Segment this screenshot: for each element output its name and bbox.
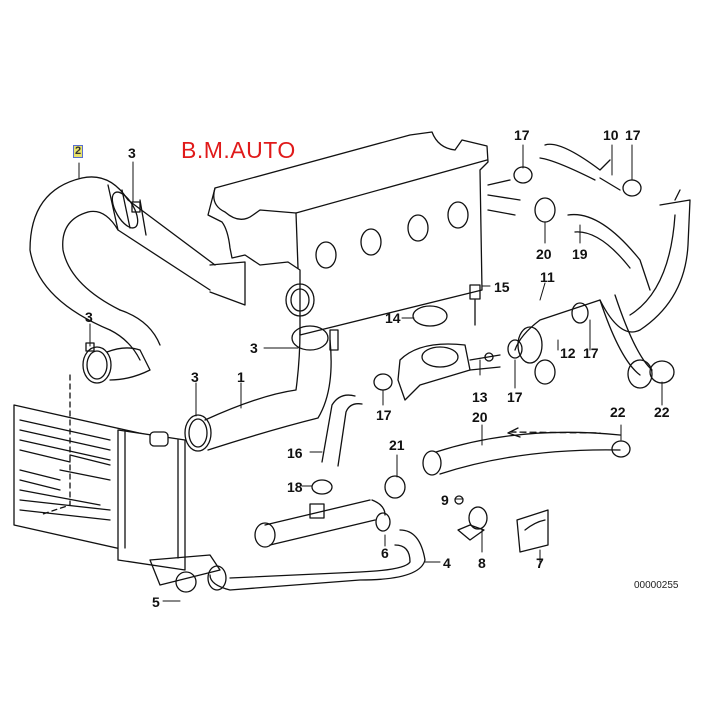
callout-3: 3 <box>250 340 258 356</box>
callout-17: 17 <box>514 127 530 143</box>
callout-13: 13 <box>472 389 488 405</box>
hose-20-long <box>422 427 621 476</box>
callout-21: 21 <box>389 437 405 453</box>
callout-6: 6 <box>381 545 389 561</box>
callout-17: 17 <box>583 345 599 361</box>
callout-5: 5 <box>152 594 160 610</box>
callout-4: 4 <box>443 555 451 571</box>
callout-17: 17 <box>376 407 392 423</box>
callout-3: 3 <box>85 309 93 325</box>
callout-1: 1 <box>237 369 245 385</box>
callout-19: 19 <box>572 246 588 262</box>
cylinder-head <box>207 131 521 336</box>
callout-12: 12 <box>560 345 576 361</box>
small-clamps <box>373 166 675 499</box>
callout-15: 15 <box>494 279 510 295</box>
upper-right-hoses <box>514 143 691 389</box>
hose-2 <box>29 176 246 361</box>
callout-3: 3 <box>128 145 136 161</box>
leader-lines <box>78 144 663 602</box>
radiator <box>13 374 221 586</box>
callout-10: 10 <box>603 127 619 143</box>
brand-watermark: B.M.AUTO <box>181 137 296 163</box>
callout-18: 18 <box>287 479 303 495</box>
callout-3: 3 <box>191 369 199 385</box>
callout-16: 16 <box>287 445 303 461</box>
callout-2: 2 <box>72 145 84 158</box>
lower-pipe <box>175 499 426 593</box>
callout-7: 7 <box>536 555 544 571</box>
callout-17: 17 <box>507 389 523 405</box>
callout-20: 20 <box>536 246 552 262</box>
brackets <box>454 495 549 553</box>
clamp-3-left <box>82 342 151 384</box>
callout-20: 20 <box>472 409 488 425</box>
callout-22: 22 <box>610 404 626 420</box>
clamp-3-top <box>111 191 141 229</box>
callout-14: 14 <box>385 310 401 326</box>
callout-11: 11 <box>540 269 555 285</box>
callout-17: 17 <box>625 127 641 143</box>
diagram-code: 00000255 <box>634 580 679 591</box>
callout-8: 8 <box>478 555 486 571</box>
callout-22: 22 <box>654 404 670 420</box>
callout-9: 9 <box>441 492 449 508</box>
hose-1 <box>184 283 339 452</box>
hose-16 <box>309 394 363 519</box>
